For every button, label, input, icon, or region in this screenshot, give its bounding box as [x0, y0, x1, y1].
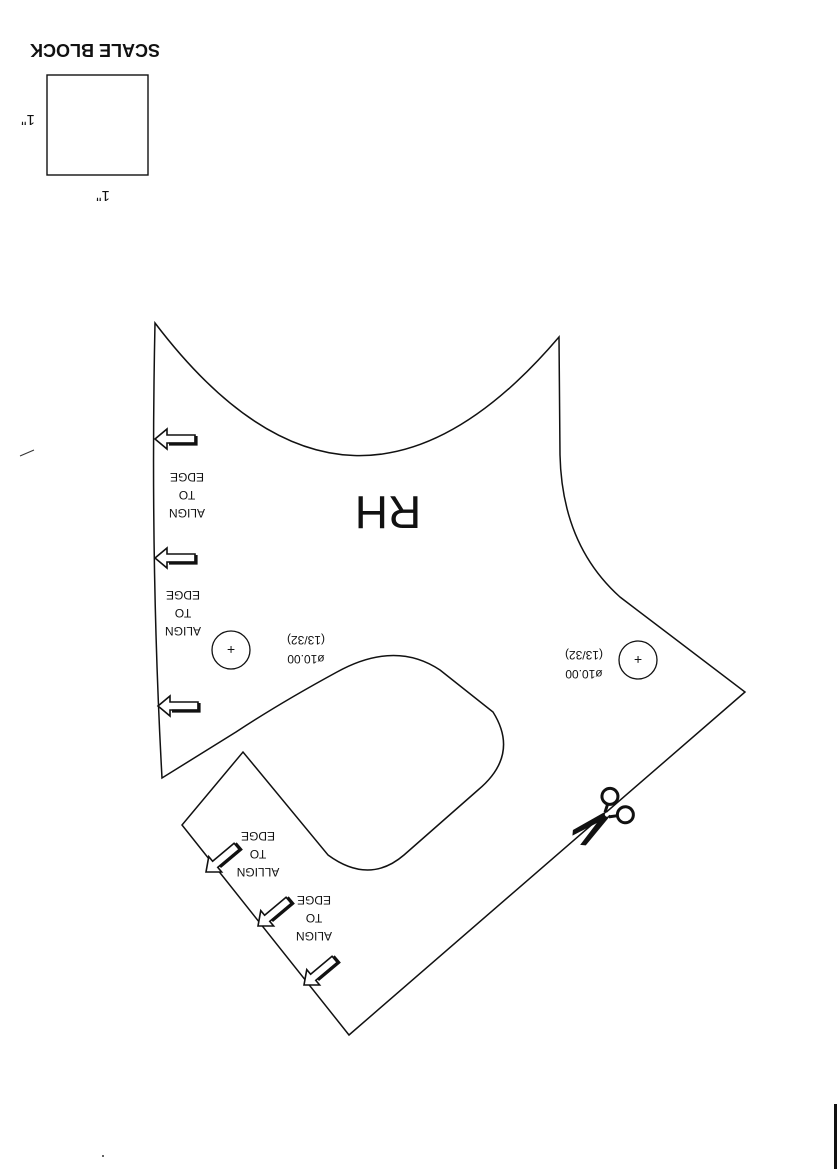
align-note-line1: ALIGN — [296, 929, 332, 943]
align-note-line1: ALIGN — [169, 506, 205, 520]
scissors-icon — [572, 786, 635, 846]
align-note: ALIGN TO EDGE — [296, 893, 332, 943]
hole-left: + ø10.00 (13/32) — [211, 630, 325, 670]
hole-fraction-label: (13/32) — [565, 648, 603, 662]
align-note-line3: EDGE — [297, 893, 331, 907]
align-note-line1: ALLIGN — [237, 865, 280, 879]
align-note: ALIGN TO EDGE — [165, 588, 201, 638]
align-note: ALIGN TO EDGE — [169, 470, 205, 520]
hole-diameter-label: ø10.00 — [565, 667, 603, 681]
align-note: ALLIGN TO EDGE — [237, 829, 280, 879]
scan-mark — [102, 1155, 104, 1157]
align-note-line3: EDGE — [170, 470, 204, 484]
side-label: RH — [355, 486, 421, 538]
align-note-line3: EDGE — [241, 829, 275, 843]
align-note-line3: EDGE — [166, 588, 200, 602]
scale-block-title: SCALE BLOCK — [30, 40, 160, 60]
pattern-piece: RH + ø10.00 (13/32) + ø10.00 (13/32) — [152, 320, 747, 1037]
hole-center-mark: + — [634, 652, 642, 668]
pattern-outline — [152, 320, 747, 1037]
align-note-line2: TO — [179, 488, 195, 502]
hole-center-mark: + — [227, 642, 235, 658]
scale-width-label: 1" — [96, 187, 110, 204]
align-note-line2: TO — [250, 847, 266, 861]
hole-circle — [211, 630, 251, 670]
align-note-line2: TO — [175, 606, 191, 620]
align-note-line1: ALIGN — [165, 624, 201, 638]
hole-right: + ø10.00 (13/32) — [565, 640, 658, 681]
hole-circle — [618, 640, 658, 680]
scale-block: SCALE BLOCK 1" 1" — [21, 40, 160, 204]
scale-height-label: 1" — [21, 111, 35, 128]
hole-fraction-label: (13/32) — [287, 633, 325, 647]
align-note-line2: TO — [306, 911, 322, 925]
scan-mark — [19, 449, 35, 457]
scan-edge — [834, 1104, 837, 1169]
hole-diameter-label: ø10.00 — [287, 652, 325, 666]
scale-square — [46, 74, 149, 176]
